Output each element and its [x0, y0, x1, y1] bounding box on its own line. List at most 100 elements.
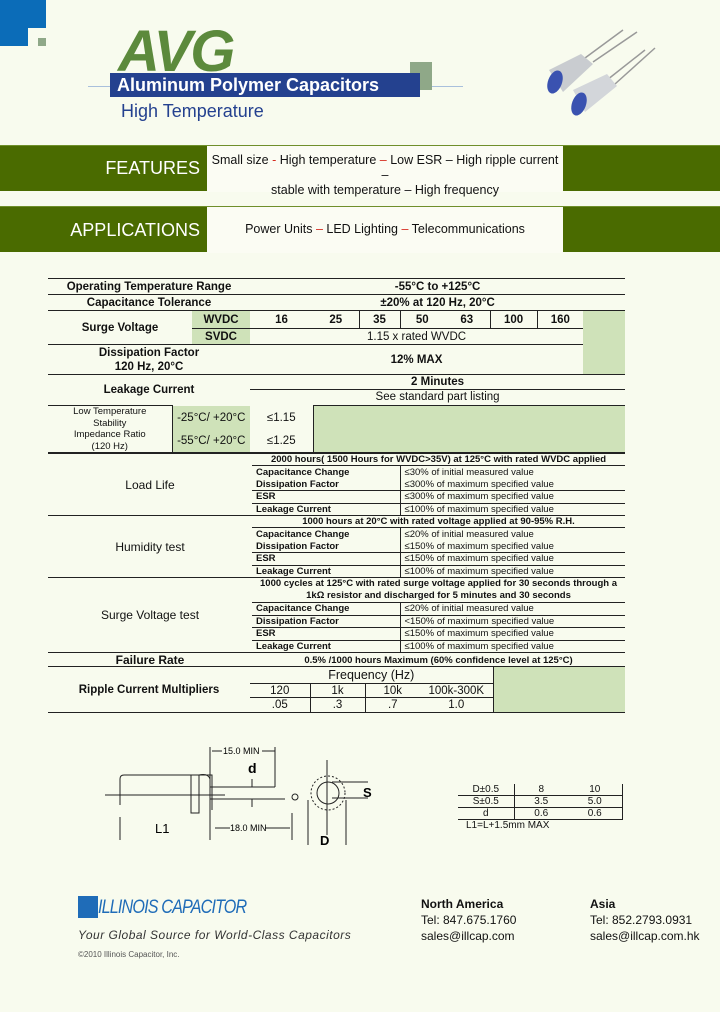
- svdc-value: 1.15 x rated WVDC: [250, 328, 584, 345]
- condition-line: 1kΩ resistor and discharged for 5 minute…: [306, 590, 571, 601]
- label: Surge Voltage test: [48, 577, 252, 653]
- row-param: Capacitance Change≤30% of initial measur…: [48, 465, 626, 478]
- application-text: Power Units: [245, 222, 316, 236]
- ic-logo-icon: [78, 896, 98, 918]
- row-param: ESR≤150% of maximum specified value: [48, 627, 626, 640]
- label: Ripple Current Multipliers: [48, 666, 250, 713]
- limit: ≤150% of maximum specified value: [399, 540, 626, 553]
- frequency-label: Frequency (Hz): [250, 666, 494, 684]
- dim-value: 0.6: [513, 807, 568, 820]
- row-param: Dissipation Factor ≤150% of maximum speci…: [48, 540, 626, 553]
- length-label: L1: [155, 821, 169, 836]
- label: Surge Voltage: [48, 310, 192, 345]
- contact-asia: Asia Tel: 852.2793.0931 sales@illcap.com…: [590, 896, 700, 944]
- value: See standard part listing: [250, 389, 626, 405]
- row-surge-test: Surge Voltage test 1000 cycles at 125°C w…: [48, 577, 626, 653]
- param: ESR: [252, 627, 400, 640]
- separator: -: [272, 153, 280, 167]
- region-title: Asia: [590, 897, 616, 911]
- row-param: Dissipation Factor<150% of maximum speci…: [48, 614, 626, 628]
- limit: ≤150% of maximum specified value: [399, 627, 626, 640]
- row-param: ESR≤150% of maximum specified value: [48, 552, 626, 565]
- freq: 100k-300K: [420, 683, 494, 698]
- wvdc-value: 35: [358, 310, 401, 329]
- row-param: Leakage Current≤100% of maximum specifie…: [48, 502, 626, 516]
- brand-tagline: Your Global Source for World-Class Capac…: [78, 928, 352, 942]
- email-link[interactable]: sales@illcap.com.hk: [590, 929, 700, 943]
- freq: 1k: [309, 683, 365, 698]
- features-text: Small size - High temperature – Low ESR …: [207, 146, 563, 197]
- param: ESR: [252, 552, 400, 565]
- condition: 2000 hours( 1500 Hours for WVDC>35V) at …: [252, 453, 626, 466]
- freq: 10k: [364, 683, 420, 698]
- feature-text: stable with temperature – High frequency: [271, 183, 499, 197]
- param: Dissipation Factor: [256, 540, 339, 552]
- features-label: FEATURES: [105, 158, 200, 178]
- param: Capacitance Change: [252, 527, 400, 540]
- dim-value: 0.6: [568, 807, 623, 820]
- param: Dissipation Factor: [252, 614, 400, 628]
- label-line: Low Temperature: [73, 406, 147, 418]
- dim-value: 10: [568, 784, 623, 796]
- application-text: LED Lighting: [326, 222, 402, 236]
- freq: 120: [250, 683, 310, 698]
- row-param: ESR≤300% of maximum specified value: [48, 490, 626, 503]
- limit: ≤300% of maximum specified value: [399, 490, 626, 503]
- dim-value: 5.0: [568, 795, 623, 808]
- value: -55°C to +125°C: [250, 278, 626, 295]
- feature-text: Low ESR – High ripple current –: [381, 153, 559, 182]
- dim-value: 3.5: [513, 795, 568, 808]
- limit: ≤20% of initial measured value: [399, 527, 626, 540]
- row-param: Dissipation Factor≤300% of maximum speci…: [48, 478, 626, 491]
- value: ±20% at 120 Hz, 20°C: [250, 294, 626, 311]
- dim-label: S±0.5: [472, 796, 499, 807]
- product-title: Aluminum Polymer Capacitors: [110, 73, 420, 97]
- lead-diameter-label: d: [248, 760, 257, 776]
- dim-value: 8: [513, 784, 568, 796]
- label: Humidity test: [48, 515, 252, 578]
- row-param: Capacitance Change≤20% of initial measur…: [48, 602, 626, 615]
- param: Capacitance Change: [252, 465, 400, 478]
- email-link[interactable]: sales@illcap.com: [421, 929, 515, 943]
- features-band: FEATURES Small size - High temperature –…: [0, 145, 720, 197]
- phone: Tel: 847.675.1760: [421, 913, 517, 927]
- spacing-label: S: [363, 785, 372, 800]
- wvdc-value: 50: [399, 310, 445, 329]
- multiplier: .05: [250, 697, 310, 713]
- dimension-drawing: 15.0 MIN d L1 18.0 MIN D S: [105, 746, 372, 848]
- condition-line: 1000 cycles at 125°C with rated surge vo…: [260, 578, 618, 590]
- row-lowtemp: -55°C/ +20°C≤1.25: [48, 429, 625, 453]
- contact-north-america: North America Tel: 847.675.1760 sales@il…: [421, 896, 516, 944]
- param: Leakage Current: [252, 639, 400, 653]
- row-param: Capacitance Change≤20% of initial measur…: [48, 527, 626, 540]
- label-line: 120 Hz, 20°C: [114, 360, 184, 373]
- multiplier: .3: [309, 697, 365, 713]
- wvdc-value: 63: [444, 310, 491, 329]
- dim-note: L1=L+1.5mm MAX: [466, 820, 550, 831]
- separator: –: [379, 153, 391, 167]
- application-text: Telecommunications: [411, 222, 525, 236]
- multiplier: 1.0: [420, 697, 494, 713]
- limit: ≤100% of maximum specified value: [399, 564, 626, 578]
- wvdc-value: 25: [313, 310, 360, 329]
- label: Leakage Current: [48, 374, 251, 405]
- product-subtitle: High Temperature: [121, 101, 264, 121]
- feature-text: High temperature: [279, 153, 380, 167]
- limit: ≤100% of maximum specified value: [399, 502, 626, 516]
- separator: –: [401, 222, 412, 236]
- condition: 1000 cycles at 125°C with rated surge vo…: [252, 577, 626, 603]
